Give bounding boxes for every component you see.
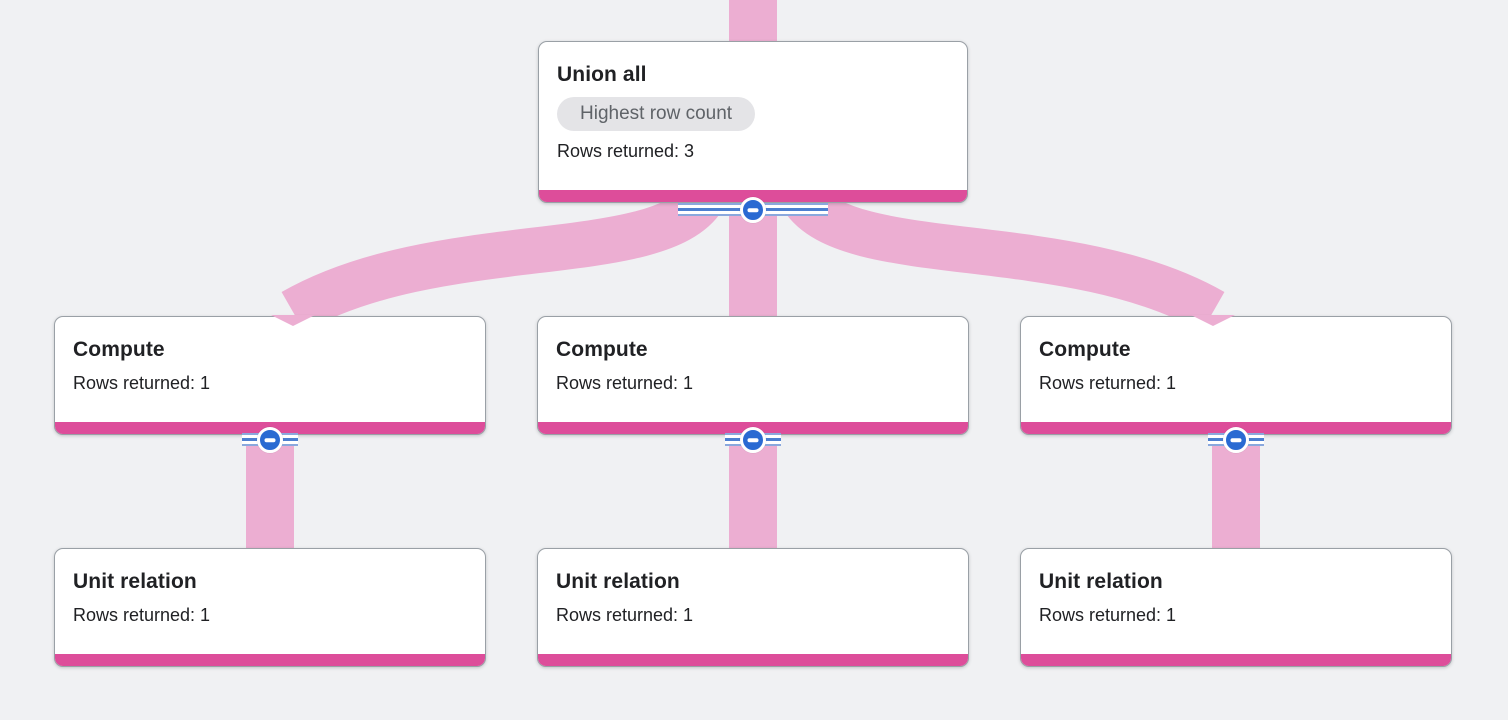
node-accent-bar <box>538 654 968 666</box>
edge-compute-1-to-unit-1 <box>246 436 294 552</box>
collapse-button-union-all[interactable] <box>678 197 828 223</box>
rows-returned-label: Rows returned: 1 <box>1039 605 1177 625</box>
edge-union-to-compute-3 <box>783 183 1225 333</box>
node-title: Compute <box>556 338 648 361</box>
collapse-minus-icon <box>740 427 766 453</box>
collapse-button-compute-1[interactable] <box>242 427 298 453</box>
plan-node-unit-relation-1[interactable]: Unit relation Rows returned: 1 <box>54 548 486 667</box>
node-title: Unit relation <box>1039 570 1163 593</box>
highest-row-count-badge: Highest row count <box>557 97 756 131</box>
node-title: Compute <box>73 338 165 361</box>
plan-node-compute-1[interactable]: Compute Rows returned: 1 <box>54 316 486 435</box>
collapse-minus-icon <box>257 427 283 453</box>
plan-node-unit-relation-2[interactable]: Unit relation Rows returned: 1 <box>537 548 969 667</box>
edge-compute-3-to-unit-3 <box>1212 436 1260 552</box>
plan-node-union-all[interactable]: Union all Highest row count Rows returne… <box>538 41 968 203</box>
node-accent-bar <box>55 654 485 666</box>
collapse-button-compute-2[interactable] <box>725 427 781 453</box>
plan-node-unit-relation-3[interactable]: Unit relation Rows returned: 1 <box>1020 548 1452 667</box>
rows-returned-label: Rows returned: 1 <box>73 605 211 625</box>
collapse-minus-icon <box>1223 427 1249 453</box>
rows-returned-label: Rows returned: 1 <box>1039 373 1177 393</box>
edge-incoming-to-union-all <box>729 0 777 44</box>
rows-returned-label: Rows returned: 1 <box>556 373 694 393</box>
rows-returned-label: Rows returned: 1 <box>73 373 211 393</box>
rows-returned-label: Rows returned: 1 <box>556 605 694 625</box>
node-title: Unit relation <box>73 570 197 593</box>
node-accent-bar <box>1021 654 1451 666</box>
collapse-button-compute-3[interactable] <box>1208 427 1264 453</box>
node-title: Union all <box>557 63 647 86</box>
plan-node-compute-2[interactable]: Compute Rows returned: 1 <box>537 316 969 435</box>
plan-node-compute-3[interactable]: Compute Rows returned: 1 <box>1020 316 1452 435</box>
rows-returned-label: Rows returned: 3 <box>557 141 695 161</box>
collapse-minus-icon <box>740 197 766 223</box>
node-title: Unit relation <box>556 570 680 593</box>
node-title: Compute <box>1039 338 1131 361</box>
edge-compute-2-to-unit-2 <box>729 436 777 552</box>
edge-union-to-compute-1 <box>281 183 723 333</box>
